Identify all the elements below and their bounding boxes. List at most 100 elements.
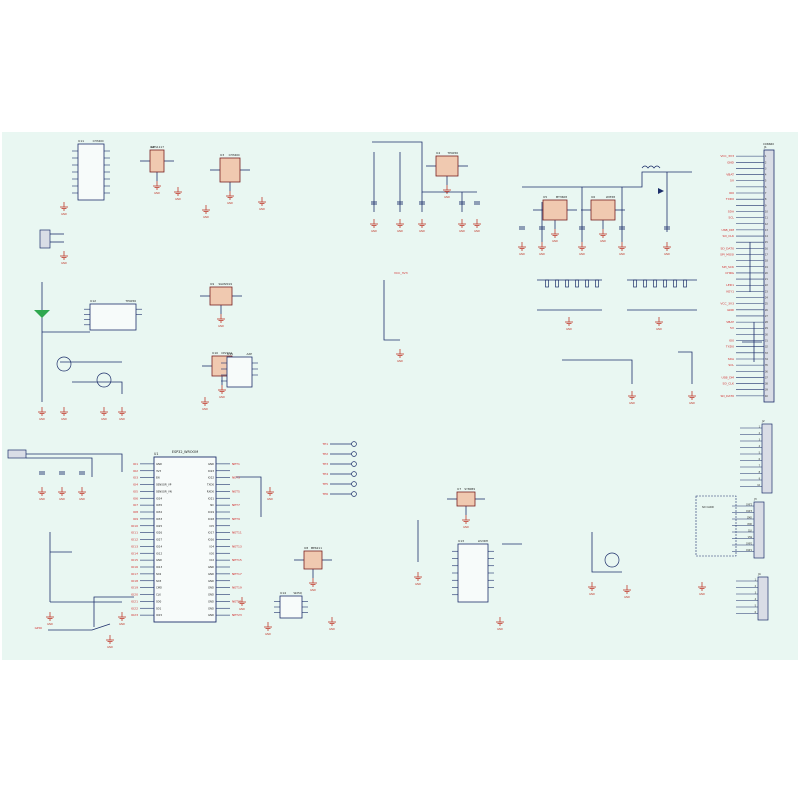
ground-label: GND	[265, 632, 271, 636]
ground-symbol: GND	[578, 242, 586, 256]
ground-symbol: GND	[217, 314, 225, 328]
capacitor	[59, 471, 65, 475]
ic-refdes: U3	[220, 153, 224, 157]
ground-label: GND	[699, 592, 705, 596]
ic-refdes: U12	[90, 299, 96, 303]
ic-refdes: U4	[436, 151, 440, 155]
mcu-pin-label: TXD0	[207, 483, 214, 487]
connector-pin-label: 2	[759, 432, 761, 435]
capacitor	[474, 201, 480, 205]
mcu-pin-label: SD0	[156, 599, 162, 603]
ground-label: GND	[61, 417, 67, 421]
wire	[562, 359, 633, 384]
net-label: SPI_SCK	[722, 265, 735, 269]
ground-label: GND	[259, 207, 265, 211]
connector-pin-number: 1	[765, 155, 767, 158]
ground-label: GND	[202, 407, 208, 411]
mcu-pin-label: IO21	[208, 496, 214, 500]
net-label: IO21	[131, 599, 138, 603]
connector-pin-number: 34	[765, 358, 768, 361]
test-point	[351, 471, 357, 477]
ground-label: GND	[600, 239, 606, 243]
ground-label: GND	[267, 497, 273, 501]
connector-pin-label: 9	[759, 478, 761, 481]
wire	[72, 381, 123, 394]
ground-symbol: GND	[414, 572, 422, 586]
connector-pin-label: CMD	[747, 517, 752, 520]
ground-symbol: GND	[551, 229, 559, 243]
ic-refdes: U2	[150, 145, 154, 149]
resistor	[663, 279, 667, 288]
connector-pin-number: 25	[765, 303, 768, 306]
ground-symbol: GND	[396, 349, 404, 363]
transistor	[96, 372, 112, 388]
net-label: VCC_3V3	[720, 302, 734, 306]
ic-part: ME6211	[311, 546, 323, 550]
ground-label: GND	[656, 327, 662, 331]
sd-card-outline	[695, 495, 737, 557]
connector-pin-number: 29	[765, 327, 768, 330]
connector-pin-number: 21	[765, 278, 768, 281]
ic-part: W25Q	[293, 591, 302, 595]
net-label: NET21	[232, 599, 242, 603]
ground-label: GND	[203, 215, 209, 219]
net-label: IO0	[729, 191, 734, 195]
mcu-pin-label: GND	[208, 599, 214, 603]
mcu-pin-label: IO14	[156, 544, 162, 548]
led	[34, 310, 50, 318]
ground-label: GND	[664, 252, 670, 256]
mcu-pin-label: NC	[210, 503, 214, 507]
connector-pin-label: 3	[759, 439, 761, 442]
capacitor	[539, 226, 545, 230]
connector-pin-label: DAT3	[746, 510, 752, 513]
ground-symbol: GND	[443, 185, 451, 199]
ground-label: GND	[579, 252, 585, 256]
wire	[26, 457, 93, 477]
connector-pin-label: 5	[755, 605, 757, 608]
ground-label: GND	[239, 607, 245, 611]
resistor	[683, 279, 687, 288]
net-label: VCC_3V3	[394, 271, 408, 275]
capacitor	[397, 201, 403, 205]
ic-refdes: U11	[78, 139, 84, 143]
connector-pin-number: 16	[765, 247, 768, 250]
connector-pin-label: 4	[759, 445, 761, 448]
connector-pin-number: 23	[765, 290, 768, 293]
test-point	[351, 461, 357, 467]
net-label: IO17	[131, 572, 138, 576]
ic-refdes: U5	[543, 195, 547, 199]
connector-pin-number: 13	[765, 229, 768, 232]
connector-pin-number: 9	[765, 204, 767, 207]
resistor	[595, 279, 599, 288]
net-label: SDA	[728, 357, 735, 361]
mcu-pin-label: IO4	[210, 544, 215, 548]
capacitor	[664, 226, 670, 230]
ground-symbol: GND	[58, 487, 66, 501]
ground-label: GND	[619, 252, 625, 256]
mcu-pin-label: GND	[156, 558, 162, 562]
capacitor	[459, 201, 465, 205]
diode	[658, 188, 664, 194]
connector-pin-label: 2	[755, 585, 757, 588]
mcu-pin-label: IO25	[156, 524, 162, 528]
inductor	[641, 165, 661, 169]
mcu-pin-label: IO26	[156, 531, 162, 535]
net-label: SD_DAT0	[720, 394, 734, 398]
net-label: TXD0	[725, 197, 734, 201]
mcu-pin-label: CMD	[156, 586, 162, 590]
connector-pin-number: 4	[765, 174, 767, 177]
net-label: SD_CLK	[723, 382, 735, 386]
ground-label: GND	[371, 229, 377, 233]
capacitor	[371, 201, 377, 205]
connector-pin-label: 10	[757, 484, 760, 487]
connector-pin-number: 36	[765, 370, 768, 373]
mcu-pin-label: IO12	[156, 551, 162, 555]
resistor	[633, 279, 637, 288]
ground-label: GND	[101, 417, 107, 421]
connector-pin-label: 6	[759, 458, 761, 461]
resistor	[653, 279, 657, 288]
